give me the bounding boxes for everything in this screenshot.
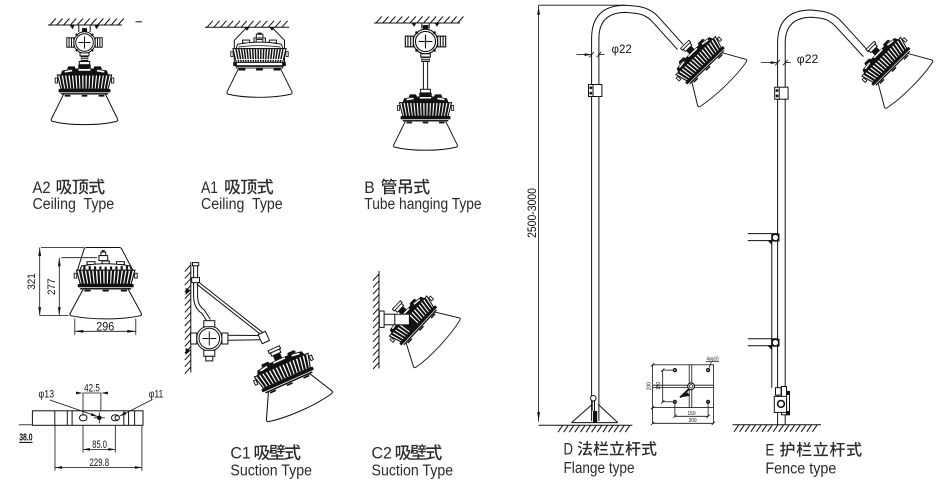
- svg-text:296: 296: [96, 321, 114, 333]
- svg-text:4xφ10: 4xφ10: [707, 357, 719, 363]
- svg-text:φ22: φ22: [612, 44, 632, 56]
- svg-text:2500-3000: 2500-3000: [527, 188, 539, 238]
- svg-text:Tube hanging Type: Tube hanging Type: [364, 196, 481, 213]
- svg-text:200: 200: [689, 418, 697, 424]
- svg-text:Ceiling Type: Ceiling Type: [33, 196, 115, 213]
- svg-text:Suction Type: Suction Type: [372, 462, 454, 479]
- svg-text:C1: C1: [230, 444, 250, 463]
- svg-text:Fence type: Fence type: [765, 461, 836, 478]
- svg-text:150: 150: [656, 382, 662, 390]
- svg-text:A2: A2: [33, 178, 51, 197]
- svg-text:38.0: 38.0: [19, 432, 32, 444]
- svg-text:200: 200: [647, 382, 653, 390]
- svg-text:Flange type: Flange type: [564, 460, 635, 477]
- svg-text:42.5: 42.5: [84, 383, 100, 395]
- svg-text:Ceiling Type: Ceiling Type: [201, 196, 283, 213]
- svg-text:Suction Type: Suction Type: [230, 462, 312, 479]
- svg-text:A1: A1: [201, 178, 218, 197]
- svg-text:B: B: [364, 178, 375, 197]
- svg-text:321: 321: [26, 273, 38, 290]
- svg-text:277: 277: [46, 279, 58, 296]
- svg-text:φ11: φ11: [149, 389, 164, 401]
- svg-text:φ13: φ13: [39, 389, 55, 401]
- svg-text:E: E: [765, 440, 774, 459]
- svg-text:C2: C2: [372, 444, 392, 463]
- svg-text:D: D: [564, 440, 574, 459]
- svg-text:φ22: φ22: [797, 54, 819, 66]
- svg-text:150: 150: [688, 411, 696, 417]
- svg-text:85.0: 85.0: [92, 439, 107, 451]
- svg-text:229.8: 229.8: [90, 457, 110, 469]
